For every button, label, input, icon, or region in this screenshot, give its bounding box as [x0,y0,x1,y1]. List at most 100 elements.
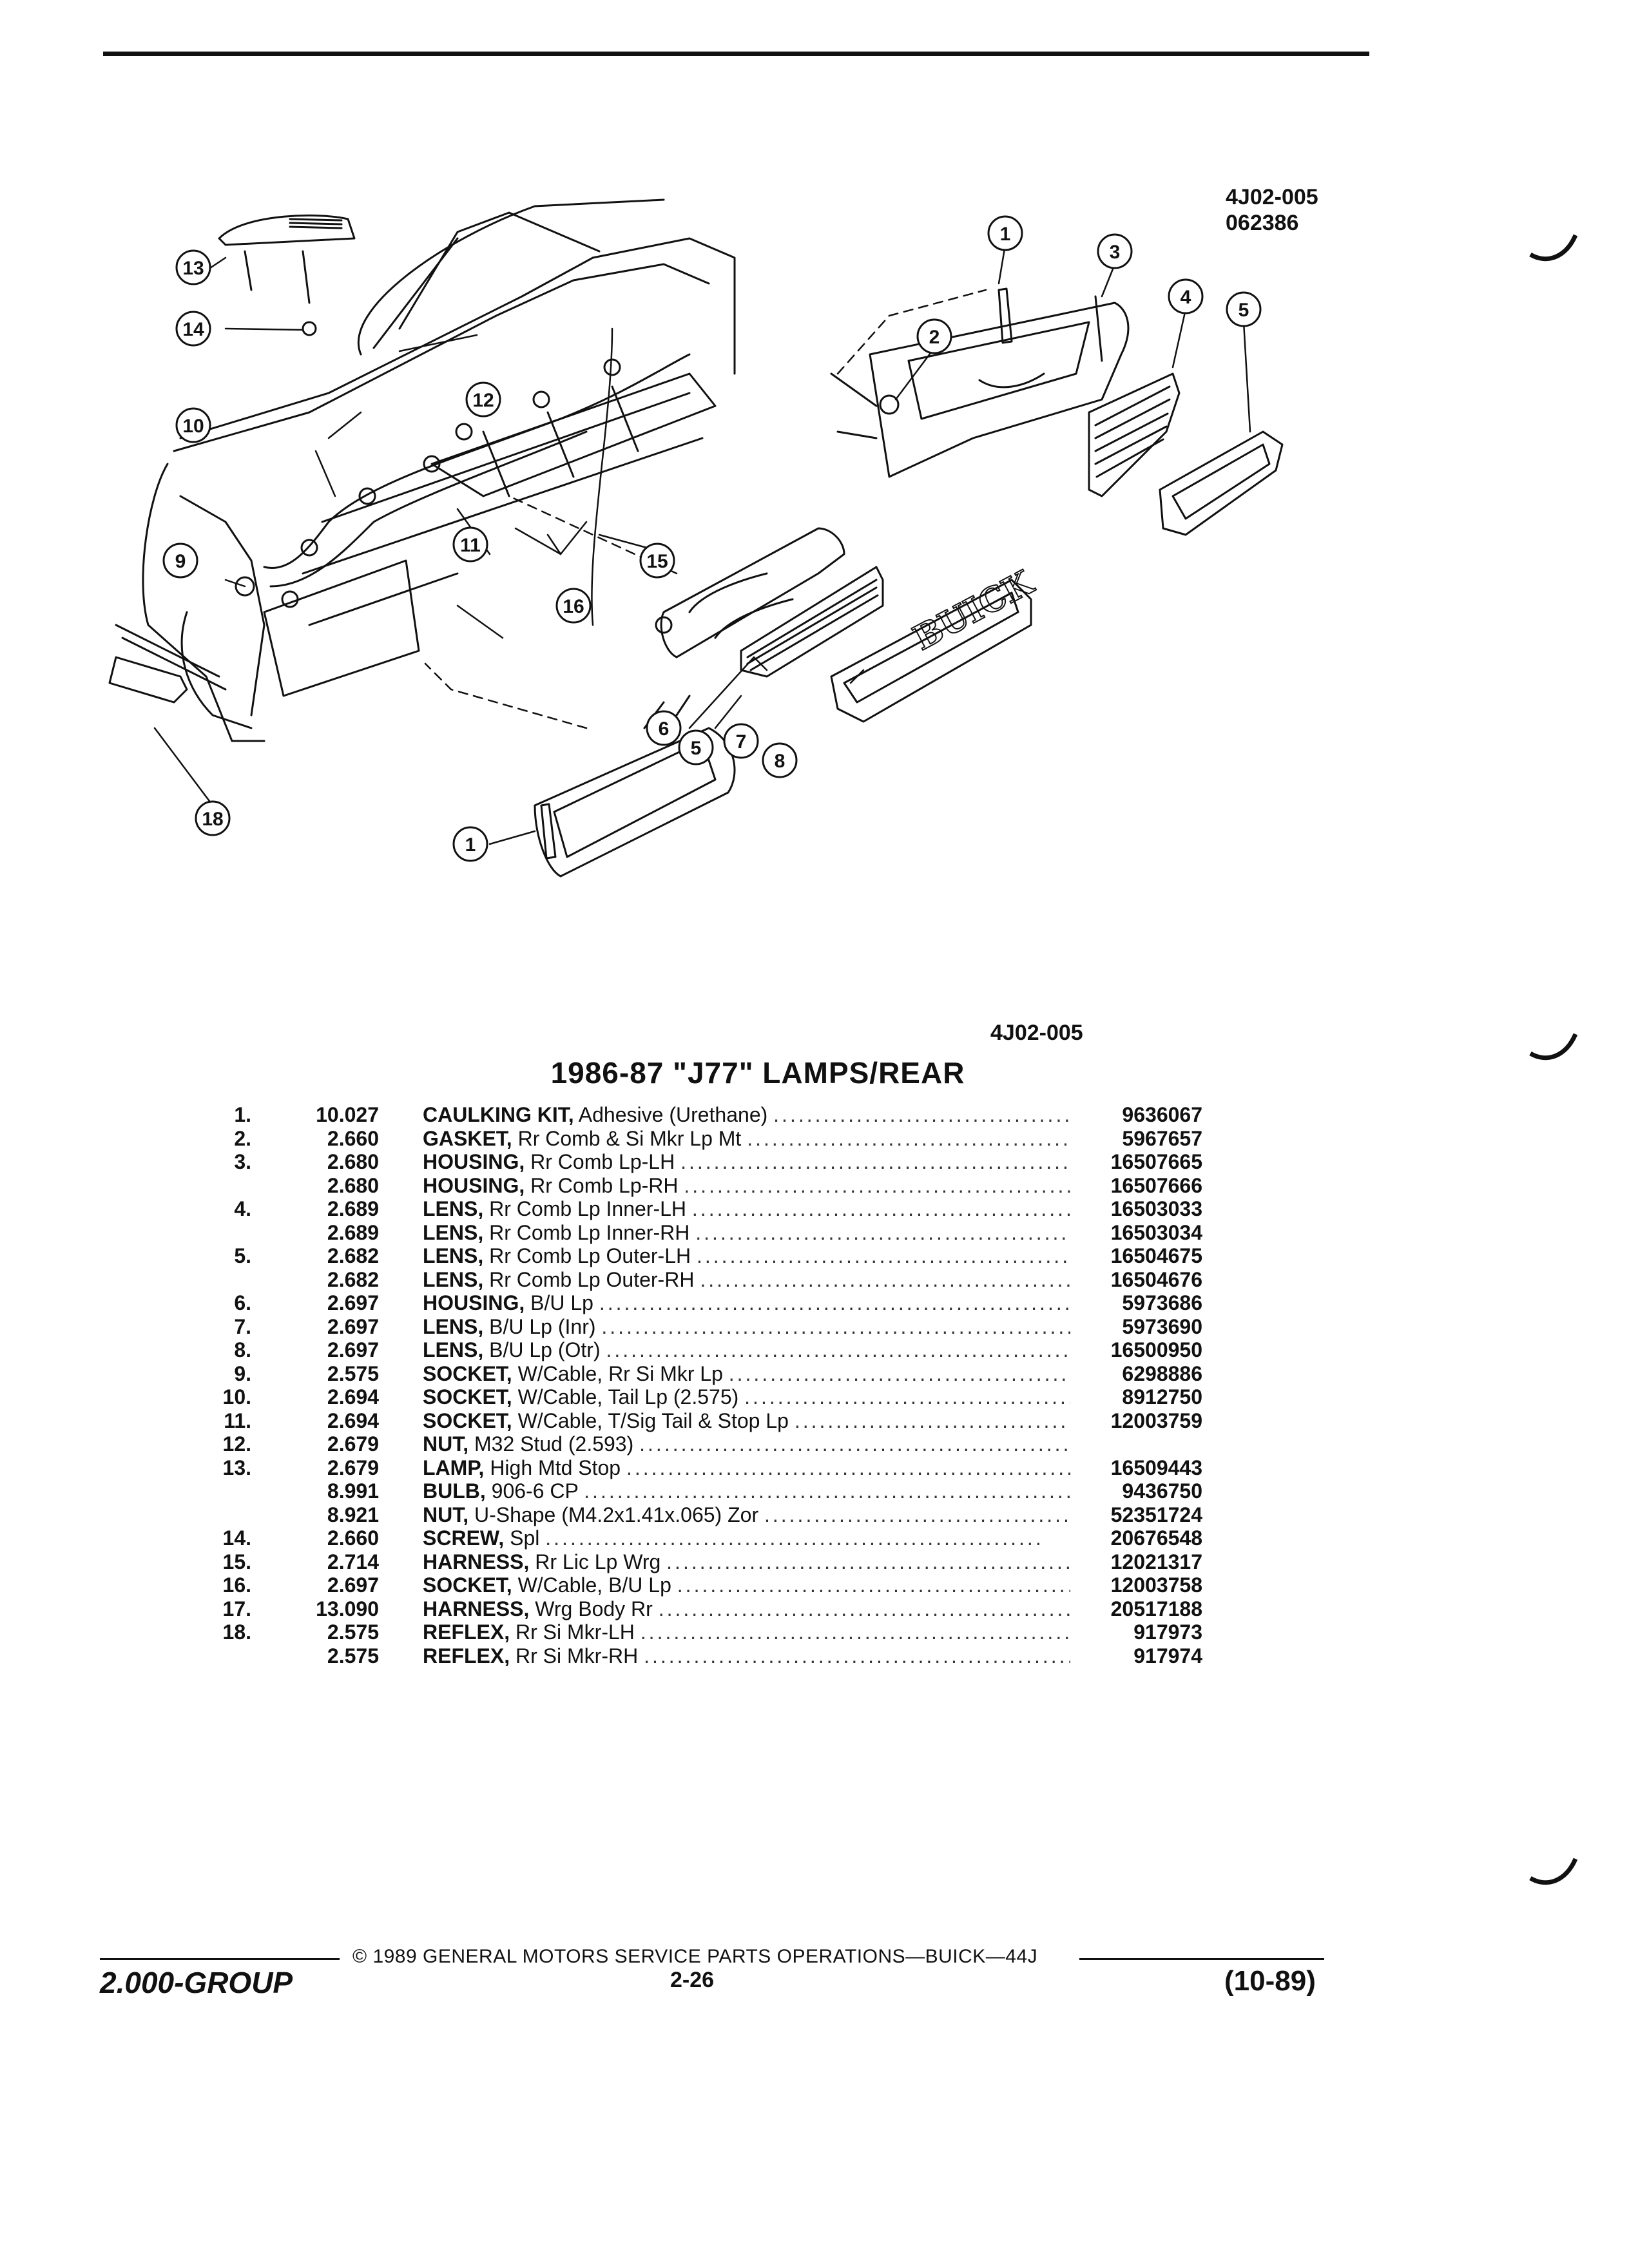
item-description: LENS, B/U Lp (Inr) .....................… [423,1315,1070,1339]
part-number: 5973686 [1122,1291,1202,1314]
item-description: BULB, 906-6 CP .........................… [423,1479,1070,1503]
leader-dots: ........................................… [640,1620,1070,1644]
item-detail: Wrg Body Rr [535,1597,653,1620]
leader-dots: ........................................… [680,1150,1070,1173]
item-detail: Rr Comb Lp-LH [530,1150,675,1173]
item-number: 3. [234,1150,251,1173]
callout-number: 18 [202,809,223,830]
part-number: 16503033 [1110,1197,1202,1220]
part-number: 16503034 [1110,1220,1202,1244]
copyright-notice: © 1989 GENERAL MOTORS SERVICE PARTS OPER… [352,1946,1038,1967]
callout-number: 9 [175,551,186,572]
item-detail: Rr Comb Lp Inner-LH [489,1197,687,1220]
item-number: 6. [234,1291,251,1314]
lens-inner-4 [1088,372,1181,497]
item-number: 8. [234,1338,251,1361]
figure-reference: 4J02-005 [990,1021,1083,1045]
backup-lamp-housing-6 [655,527,845,658]
item-number: 13. [222,1456,251,1479]
callout-number: 14 [182,319,204,340]
callout-circle [916,318,952,354]
vehicle-rear-body [115,198,736,742]
item-name: LENS, [423,1244,484,1267]
callout-circle [646,710,682,746]
callout-number: 2 [929,327,940,348]
item-detail: W/Cable, T/Sig Tail & Stop Lp [517,1408,789,1432]
buick-lens-lettering: BUICK [907,562,1040,658]
part-number: 8912750 [1122,1385,1202,1408]
item-detail: Rr Si Mkr-LH [516,1620,635,1644]
group-number: 2.679 [327,1456,379,1479]
part-number: 16504675 [1110,1244,1202,1267]
group-number: 2.679 [327,1432,379,1456]
margin-mark-2 [1529,1033,1578,1061]
item-detail: Rr Comb Lp Inner-RH [489,1220,690,1244]
callout-circle [175,311,211,347]
margin-mark-1 [1529,234,1578,262]
item-number: 7. [234,1314,251,1338]
item-name: SCREW, [423,1526,505,1550]
item-description: HOUSING, Rr Comb Lp-RH .................… [423,1174,1070,1198]
callout-circle [162,543,198,579]
item-description: LENS, Rr Comb Lp Outer-RH ..............… [423,1268,1070,1292]
callout-circle [452,526,488,562]
leader-dots: ........................................… [794,1408,1070,1432]
callout-number: 5 [1239,300,1249,321]
callout-circle [723,723,759,759]
group-number: 10.027 [316,1103,379,1126]
callout-number: 12 [472,390,494,411]
item-number: 2. [234,1126,251,1150]
leader-dots: ........................................… [666,1550,1070,1573]
item-name: SOCKET, [423,1573,512,1597]
item-name: LAMP, [423,1456,485,1479]
callout-number: 3 [1110,242,1121,263]
callout-circle [452,826,488,862]
group-number: 2.575 [327,1361,379,1385]
part-number: 16507666 [1110,1173,1202,1197]
item-number: 17. [222,1597,251,1620]
leader-dots: ........................................… [658,1597,1070,1620]
part-number: 20676548 [1110,1526,1202,1550]
parts-list-row: 11. 2.694 SOCKET, W/Cable, T/Sig Tail & St… [193,1409,1224,1433]
part-number: 52351724 [1110,1503,1202,1526]
margin-mark-3 [1529,1858,1578,1885]
item-description: LENS, Rr Comb Lp Outer-LH ..............… [423,1244,1070,1268]
item-name: HARNESS, [423,1550,530,1573]
page-title: 1986-87 "J77" LAMPS/REAR [550,1056,965,1090]
nut-2 [879,394,900,415]
leader-dots: ........................................… [644,1644,1070,1667]
item-detail: Spl [510,1526,540,1550]
part-number: 6298886 [1122,1361,1202,1385]
figure-code: 4J02-005 062386 [1226,184,1318,236]
callout-number: 13 [182,258,204,279]
item-detail: B/U Lp (Otr) [489,1338,601,1361]
lens-outer-5 [1159,430,1284,536]
group-number: 2.694 [327,1408,379,1432]
callout-circle [678,729,714,765]
housing-3 [830,295,1130,478]
callout-number: 10 [182,416,204,437]
callout-circle [555,588,592,624]
callout-number: 6 [659,718,670,740]
part-number: 917974 [1133,1644,1202,1667]
item-description: SOCKET, W/Cable, T/Sig Tail & Stop Lp ..… [423,1409,1070,1433]
item-name: HOUSING, [423,1173,525,1197]
item-detail: Rr Lic Lp Wrg [535,1550,661,1573]
item-detail: W/Cable, Rr Si Mkr Lp [517,1361,723,1385]
part-number: 16500950 [1110,1338,1202,1361]
item-number: 11. [224,1408,251,1432]
part-number: 20517188 [1110,1597,1202,1620]
